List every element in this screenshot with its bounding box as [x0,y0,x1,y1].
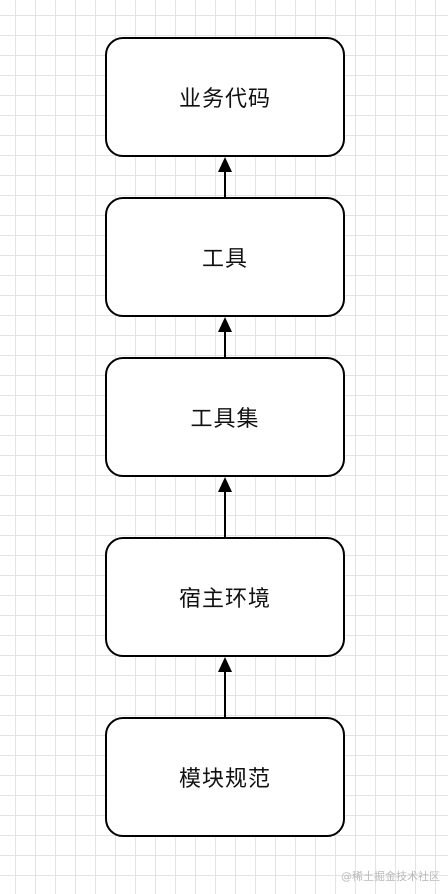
arrowhead [218,157,232,172]
node-label: 工具 [201,247,248,272]
node-toolset[interactable]: 工具集 [105,357,345,477]
node-label: 业务代码 [178,87,271,112]
node-module-spec[interactable]: 模块规范 [105,717,345,837]
arrowhead [218,317,232,332]
node-host-environment[interactable]: 宿主环境 [105,537,345,657]
edge-module-spec-to-host-environment [218,657,232,718]
edge-tool-to-business-code [218,157,232,198]
node-label: 工具集 [190,407,260,432]
node-label: 模块规范 [178,767,271,792]
node-tool[interactable]: 工具 [105,197,345,317]
watermark: @稀土掘金技术社区 [341,870,440,883]
edge-toolset-to-tool [218,317,232,358]
edge-host-environment-to-toolset [218,477,232,538]
arrowhead [218,657,232,672]
node-business-code[interactable]: 业务代码 [105,37,345,157]
node-label: 宿主环境 [178,587,271,612]
arrowhead [218,477,232,492]
